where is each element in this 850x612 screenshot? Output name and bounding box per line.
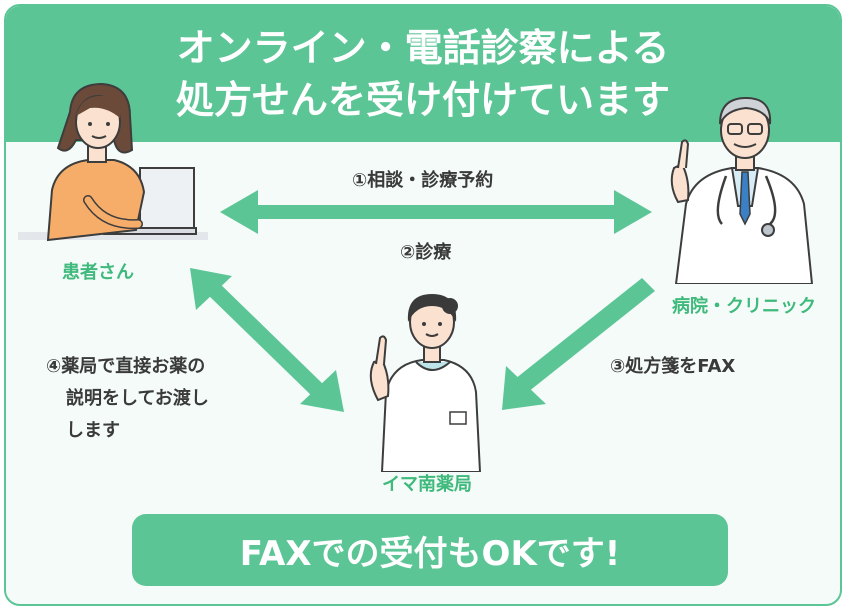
step-2-label: ②診療 (400, 242, 452, 263)
title-line-1: オンライン・電話診察による (176, 26, 670, 70)
arrow-fax (502, 278, 655, 410)
flow-arrows (190, 190, 655, 412)
doctor-illustration (670, 96, 814, 284)
role-patient: 患者さん (62, 262, 134, 283)
role-clinic: 病院・クリニック (672, 296, 816, 317)
page-title: オンライン・電話診察による 処方せんを受け付けています (6, 6, 840, 142)
step-4-line-3: します (66, 420, 120, 441)
step-3-label: ③処方箋をFAX (610, 356, 736, 377)
patient-illustration (18, 82, 208, 242)
fax-ok-banner: FAXでの受付もOKです! (132, 514, 728, 586)
arrow-consult (220, 190, 652, 234)
pharmacist-illustration (369, 294, 482, 472)
header-band (6, 6, 840, 142)
diagram-frame: オンライン・電話診察による 処方せんを受け付けています (4, 4, 842, 606)
step-4-line-2: 説明をしてお渡し (66, 388, 209, 409)
role-pharmacy: イマ南薬局 (382, 474, 472, 495)
step-4-line-1: ④薬局で直接お薬の (46, 356, 206, 377)
title-line-2: 処方せんを受け付けています (175, 78, 670, 122)
arrow-explain (190, 268, 344, 412)
step-1-label: ①相談・診療予約 (352, 170, 494, 191)
